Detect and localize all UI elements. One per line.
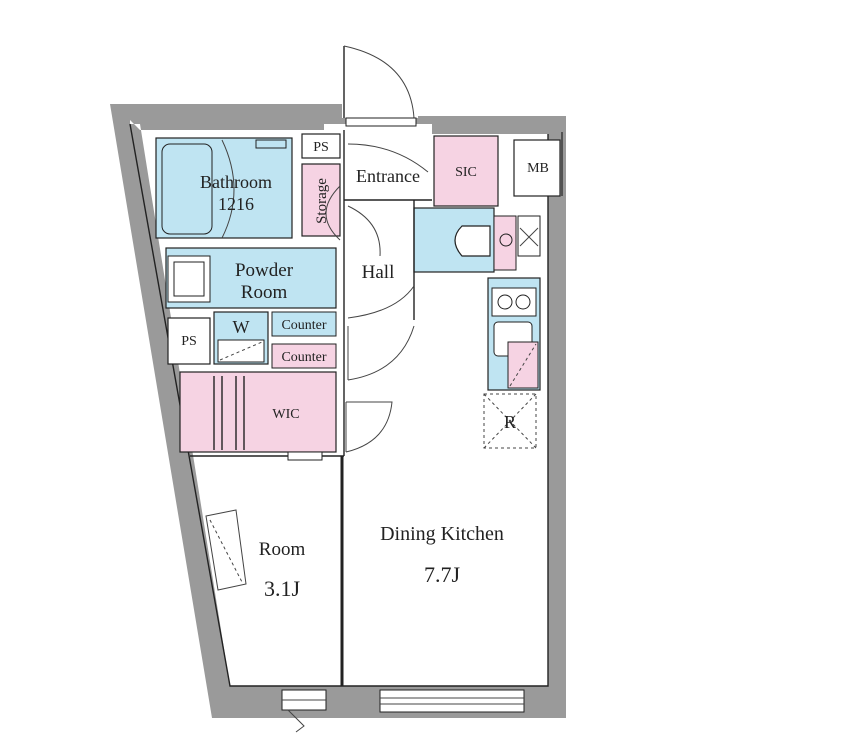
mb-box [513, 139, 561, 197]
dining-kitchen-size-label: 7.7J [424, 562, 461, 587]
stove [491, 287, 537, 317]
hall-door-arc-2 [347, 285, 415, 319]
hall-label: Hall [362, 262, 395, 283]
washbasin-inner [173, 261, 205, 297]
fridge-label: R [504, 412, 516, 432]
counter-2-area [271, 343, 337, 369]
bath-fixture [255, 139, 287, 149]
toilet-tank [493, 215, 517, 271]
entrance-label: Entrance [356, 166, 420, 186]
ps-left-label: PS [181, 334, 197, 349]
entrance-floor [347, 143, 429, 173]
toilet-bowl [454, 225, 491, 257]
bathtub [161, 143, 213, 235]
ps-top-box [301, 133, 341, 159]
hall-door-arc-1 [347, 205, 381, 257]
window-dk [379, 689, 525, 713]
powder-room-label-1: Powder [235, 260, 294, 281]
room-size-label: 3.1J [264, 576, 301, 601]
ps-top-label: PS [313, 140, 329, 155]
counter-1-label: Counter [281, 318, 326, 333]
w-label: W [233, 317, 250, 337]
bathroom-size-label: 1216 [218, 194, 254, 214]
window-room-open [287, 709, 305, 733]
burner-right-icon [515, 294, 531, 310]
counter-1-area [271, 311, 337, 337]
toilet-shelf [517, 215, 541, 257]
wic-label: WIC [272, 407, 299, 422]
kitchen-diagonal [509, 343, 537, 387]
storage-label: Storage [314, 178, 330, 224]
bathroom-door-arc [221, 139, 235, 239]
ps-left-box [167, 317, 211, 365]
sic-label: SIC [455, 165, 477, 180]
sic-area [433, 135, 499, 207]
entrance-door-arc [343, 45, 415, 119]
toilet-sink [499, 233, 513, 247]
wic-area [179, 371, 337, 453]
washer-diagonal [219, 341, 263, 361]
fridge-x2 [483, 393, 537, 449]
storage-door-arc [325, 185, 341, 241]
shelf-x2 [519, 227, 539, 247]
bathroom-label: Bathroom [200, 172, 272, 192]
hall-door-arc-3 [347, 325, 415, 381]
mb-label: MB [527, 161, 549, 176]
entrance-step [345, 117, 417, 127]
bathroom-area [155, 137, 293, 239]
powder-room-label-2: Room [241, 282, 288, 303]
counter-2-label: Counter [281, 350, 326, 365]
storage-area [301, 163, 341, 237]
room-label: Room [259, 539, 306, 560]
wic-door-arc [345, 401, 393, 453]
wic-door-slot [287, 451, 323, 461]
washer-pan [217, 339, 265, 363]
burner-left-icon [497, 294, 513, 310]
room-window-frame [205, 509, 247, 591]
washbasin [167, 255, 211, 303]
dining-kitchen-label: Dining Kitchen [380, 523, 504, 545]
